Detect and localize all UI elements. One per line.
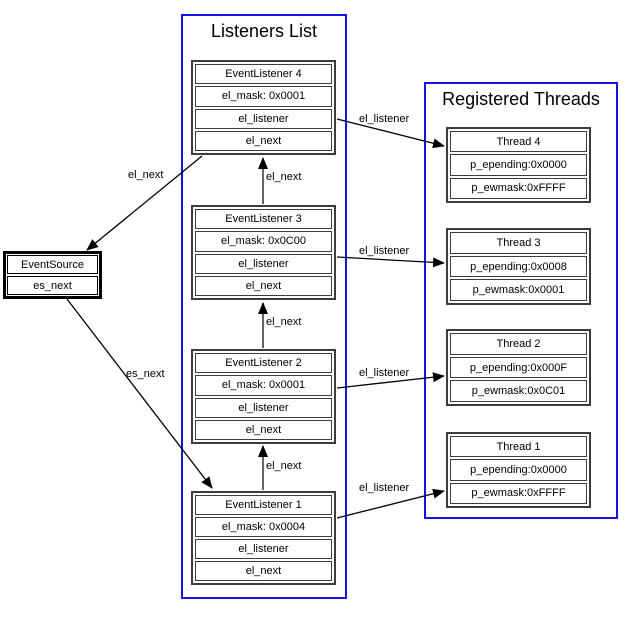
edge-label-el-listener-3: el_listener [359,245,410,257]
thread-4-node: Thread 4 p_epending:0x0000 p_ewmask:0xFF… [446,127,591,203]
edge-label-es-next: es_next [126,368,165,380]
p-epending-field: p_epending:0x0008 [450,255,587,278]
event-listener-3-node: EventListener 3 el_mask: 0x0C00 el_liste… [191,205,336,300]
el-mask-field: el_mask: 0x0004 [195,517,332,537]
node-title: EventListener 2 [195,353,332,374]
node-title: Thread 3 [450,232,587,254]
el-listener-field: el_listener [195,253,332,274]
p-epending-field: p_epending:0x000F [450,356,587,379]
thread-3-node: Thread 3 p_epending:0x0008 p_ewmask:0x00… [446,228,591,305]
el-mask-field: el_mask: 0x0001 [195,86,332,107]
el-mask-field: el_mask: 0x0001 [195,375,332,396]
event-listener-4-node: EventListener 4 el_mask: 0x0001 el_liste… [191,60,336,155]
el-mask-field: el_mask: 0x0C00 [195,231,332,252]
el-next-field: el_next [195,419,332,440]
event-source-node: EventSource es_next [3,251,102,299]
node-title: Thread 2 [450,333,587,355]
el-listener-field: el_listener [195,397,332,418]
p-ewmask-field: p_ewmask:0x0C01 [450,380,587,403]
edge-label-el-next-1: el_next [266,460,302,472]
p-ewmask-field: p_ewmask:0x0001 [450,279,587,302]
el-next-field: el_next [195,130,332,151]
edge-label-el-next-circular: el_next [128,169,164,181]
thread-1-node: Thread 1 p_epending:0x0000 p_ewmask:0xFF… [446,432,591,508]
event-listener-2-node: EventListener 2 el_mask: 0x0001 el_liste… [191,349,336,444]
node-title: Thread 4 [450,131,587,153]
p-epending-field: p_epending:0x0000 [450,459,587,481]
listeners-list-title: Listeners List [210,21,318,41]
event-source-name: EventSource [7,255,98,274]
el-next-field: el_next [195,275,332,296]
node-title: Thread 1 [450,436,587,458]
p-epending-field: p_epending:0x0000 [450,154,587,176]
node-title: EventListener 3 [195,209,332,230]
edge-label-el-next-2: el_next [266,316,302,328]
p-ewmask-field: p_ewmask:0xFFFF [450,177,587,199]
edge-label-el-next-3: el_next [266,171,302,183]
p-ewmask-field: p_ewmask:0xFFFF [450,482,587,504]
es-next-field: es_next [7,276,98,295]
registered-threads-panel [424,82,618,519]
el-listener-field: el_listener [195,108,332,129]
thread-2-node: Thread 2 p_epending:0x000F p_ewmask:0x0C… [446,329,591,406]
node-title: EventListener 1 [195,495,332,515]
edge-label-el-listener-2: el_listener [359,367,410,379]
edge-label-el-listener-4: el_listener [359,113,410,125]
el-listener-field: el_listener [195,539,332,559]
registered-threads-title: Registered Threads [442,89,600,109]
node-title: EventListener 4 [195,64,332,85]
event-listener-1-node: EventListener 1 el_mask: 0x0004 el_liste… [191,491,336,585]
el-next-field: el_next [195,561,332,581]
edge-label-el-listener-1: el_listener [359,482,410,494]
